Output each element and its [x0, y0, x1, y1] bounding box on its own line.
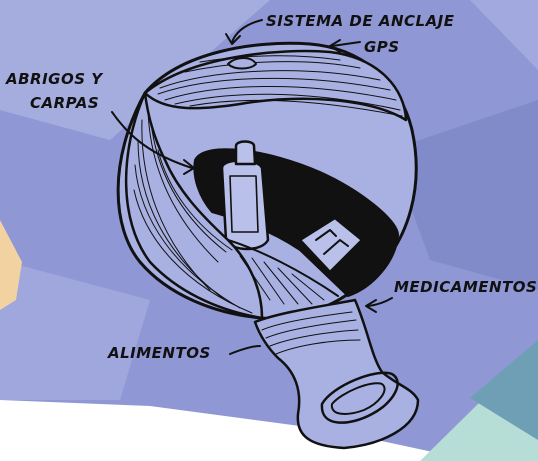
middle-hatch [291, 273, 325, 301]
arrow-right [367, 297, 393, 307]
left-hatch [133, 189, 253, 314]
left-hatch [134, 164, 241, 309]
strap-slot-outer [320, 371, 399, 424]
middle-fold-hatching [239, 255, 325, 305]
inner-block-slot-b [323, 239, 349, 255]
strap-slot-inner [330, 382, 386, 415]
label-coats-line2: CARPAS [30, 94, 99, 112]
strap-hatch [265, 319, 357, 339]
strap-hatch [269, 329, 359, 347]
teal-corner [470, 340, 538, 440]
middle-hatch [277, 267, 313, 305]
top-flap-hatching [157, 55, 403, 117]
inner-block [298, 216, 364, 274]
label-gps: GPS [364, 38, 400, 56]
left-hatch [147, 109, 219, 263]
top-hatch [159, 70, 381, 89]
arrow-top [231, 19, 263, 43]
middle-hatch [239, 255, 271, 301]
arrow-left-head [183, 159, 195, 175]
label-anchor-system: SISTEMA DE ANCLAJE [266, 12, 455, 30]
middle-fold [227, 239, 339, 297]
top-hatch [174, 93, 401, 111]
leader-lines [111, 19, 393, 355]
top-hatch [157, 77, 391, 95]
strap-hatch [261, 311, 353, 331]
left-hatch [141, 119, 211, 291]
inner-seat-headrest [234, 140, 257, 166]
arrow-left [111, 111, 193, 169]
inner-seat-back [229, 175, 259, 233]
inner-seat [220, 159, 270, 251]
left-flap-hatching [133, 109, 253, 314]
top-hatch [189, 99, 403, 117]
arrow-gps [331, 41, 361, 47]
background-light-facet-right [470, 0, 538, 70]
top-hatch [164, 86, 397, 101]
left-hatch [157, 149, 233, 251]
label-food: ALIMENTOS [107, 344, 211, 362]
strap-hatch [275, 339, 361, 355]
left-flap [124, 91, 264, 320]
left-hatch [137, 139, 226, 301]
label-medicine: MEDICAMENTOS [394, 278, 537, 296]
top-hatch [199, 55, 341, 63]
background-light-facet-bottom [0, 260, 150, 400]
labels: SISTEMA DE ANCLAJE GPS ABRIGOS Y CARPAS … [5, 12, 537, 362]
arrow-bottom [229, 345, 261, 355]
anchor-knob [227, 57, 257, 70]
label-coats-line1: ABRIGOS Y [5, 70, 104, 88]
middle-hatch [263, 261, 299, 305]
arrow-gps-head [329, 39, 341, 53]
top-hatch [184, 61, 361, 73]
background-light-facet [0, 0, 270, 140]
strap-hatching [261, 311, 361, 355]
middle-hatch [251, 257, 285, 305]
inner-block-slot-a [315, 229, 337, 241]
buckle-pod-illustration [111, 19, 420, 450]
arrow-right-head [365, 299, 377, 313]
peach-corner [0, 220, 22, 310]
arrow-top-head [225, 33, 241, 45]
background-dark-facet [390, 100, 538, 290]
left-hatch [151, 129, 227, 253]
